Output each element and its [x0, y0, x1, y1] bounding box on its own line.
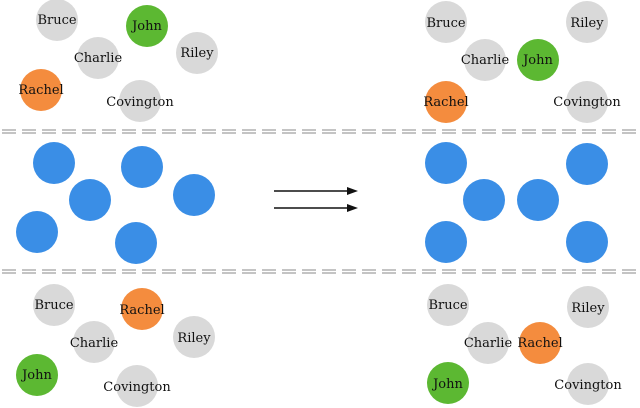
separator-top: [2, 129, 638, 134]
node-rachel: Rachel: [423, 81, 469, 123]
node-circle: [36, 0, 78, 41]
panel-middle-right: [425, 142, 608, 263]
node-charlie: Charlie: [461, 39, 510, 81]
node-circle: [566, 143, 608, 185]
node-bruce: Bruce: [425, 1, 467, 43]
node-circle: [425, 221, 467, 263]
node-circle: [517, 179, 559, 221]
node-label: Riley: [570, 16, 604, 31]
node-circle: [69, 179, 111, 221]
node-riley: Riley: [173, 316, 215, 358]
node-label: Rachel: [18, 83, 63, 98]
node-john: John: [517, 39, 559, 81]
transform-arrow: [274, 187, 358, 212]
node-label: Riley: [571, 301, 605, 316]
panel-top-right: Bruce Riley Charlie John Rachel Covingto…: [423, 1, 621, 123]
node-circle: [425, 81, 467, 123]
node-rachel: Rachel: [517, 322, 563, 364]
node-label: Charlie: [464, 336, 513, 351]
node-circle: [77, 37, 119, 79]
node-circle: [33, 142, 75, 184]
node-circle: [567, 286, 609, 328]
node-circle: [121, 146, 163, 188]
node-circle: [173, 316, 215, 358]
node-john: John: [427, 362, 469, 404]
node-circle: [517, 39, 559, 81]
node-label: John: [20, 368, 52, 383]
node-label: Rachel: [119, 303, 164, 318]
node-covington: Covington: [553, 81, 621, 123]
node-covington: Covington: [103, 365, 171, 407]
node-circle: [16, 354, 58, 396]
panel-middle-left: [16, 142, 215, 264]
node-circle: [119, 80, 161, 122]
node-label: John: [431, 377, 463, 392]
node-label: Rachel: [517, 336, 562, 351]
node-label: Charlie: [461, 53, 510, 68]
node-circle: [427, 362, 469, 404]
node-circle: [427, 284, 469, 326]
node-circle: [463, 179, 505, 221]
node-label: Covington: [553, 95, 621, 110]
node-circle: [126, 5, 168, 47]
node-charlie: Charlie: [74, 37, 123, 79]
node-circle: [566, 1, 608, 43]
node-circle: [20, 69, 62, 111]
node-riley: Riley: [566, 1, 608, 43]
node-circle: [567, 363, 609, 405]
node-riley: Riley: [567, 286, 609, 328]
node-circle: [115, 222, 157, 264]
node-label: Riley: [180, 46, 214, 61]
node-covington: Covington: [106, 80, 174, 122]
node-bruce: Bruce: [33, 284, 75, 326]
node-circle: [467, 322, 509, 364]
node-label: Rachel: [423, 95, 468, 110]
node-bruce: Bruce: [36, 0, 78, 41]
node-john: John: [126, 5, 168, 47]
node-label: Bruce: [34, 298, 73, 313]
node-circle: [173, 174, 215, 216]
node-bruce: Bruce: [427, 284, 469, 326]
node-circle: [176, 32, 218, 74]
node-rachel: Rachel: [119, 288, 165, 330]
node-circle: [33, 284, 75, 326]
node-label: Bruce: [428, 298, 467, 313]
separator-bottom: [2, 269, 638, 274]
node-label: Covington: [554, 378, 622, 393]
node-covington: Covington: [554, 363, 622, 405]
node-circle: [121, 288, 163, 330]
node-label: Charlie: [74, 51, 123, 66]
node-charlie: Charlie: [464, 322, 513, 364]
node-circle: [425, 142, 467, 184]
panel-bottom-left: Bruce Rachel Charlie Riley John Covingto…: [16, 284, 215, 407]
node-circle: [519, 322, 561, 364]
node-label: John: [130, 19, 162, 34]
node-charlie: Charlie: [70, 321, 119, 363]
panel-top-left: Bruce John Charlie Riley Rachel Covingto…: [18, 0, 218, 122]
node-label: John: [521, 53, 553, 68]
node-circle: [116, 365, 158, 407]
node-circle: [566, 221, 608, 263]
node-label: Covington: [106, 95, 174, 110]
node-circle: [73, 321, 115, 363]
node-label: Bruce: [37, 13, 76, 28]
node-circle: [464, 39, 506, 81]
panel-bottom-right: Bruce Riley Charlie Rachel John Covingto…: [427, 284, 622, 405]
node-label: Riley: [177, 331, 211, 346]
node-circle: [425, 1, 467, 43]
node-circle: [16, 211, 58, 253]
node-label: Charlie: [70, 336, 119, 351]
node-rachel: Rachel: [18, 69, 64, 111]
node-john: John: [16, 354, 58, 396]
node-label: Bruce: [426, 16, 465, 31]
node-riley: Riley: [176, 32, 218, 74]
node-label: Covington: [103, 380, 171, 395]
node-circle: [566, 81, 608, 123]
